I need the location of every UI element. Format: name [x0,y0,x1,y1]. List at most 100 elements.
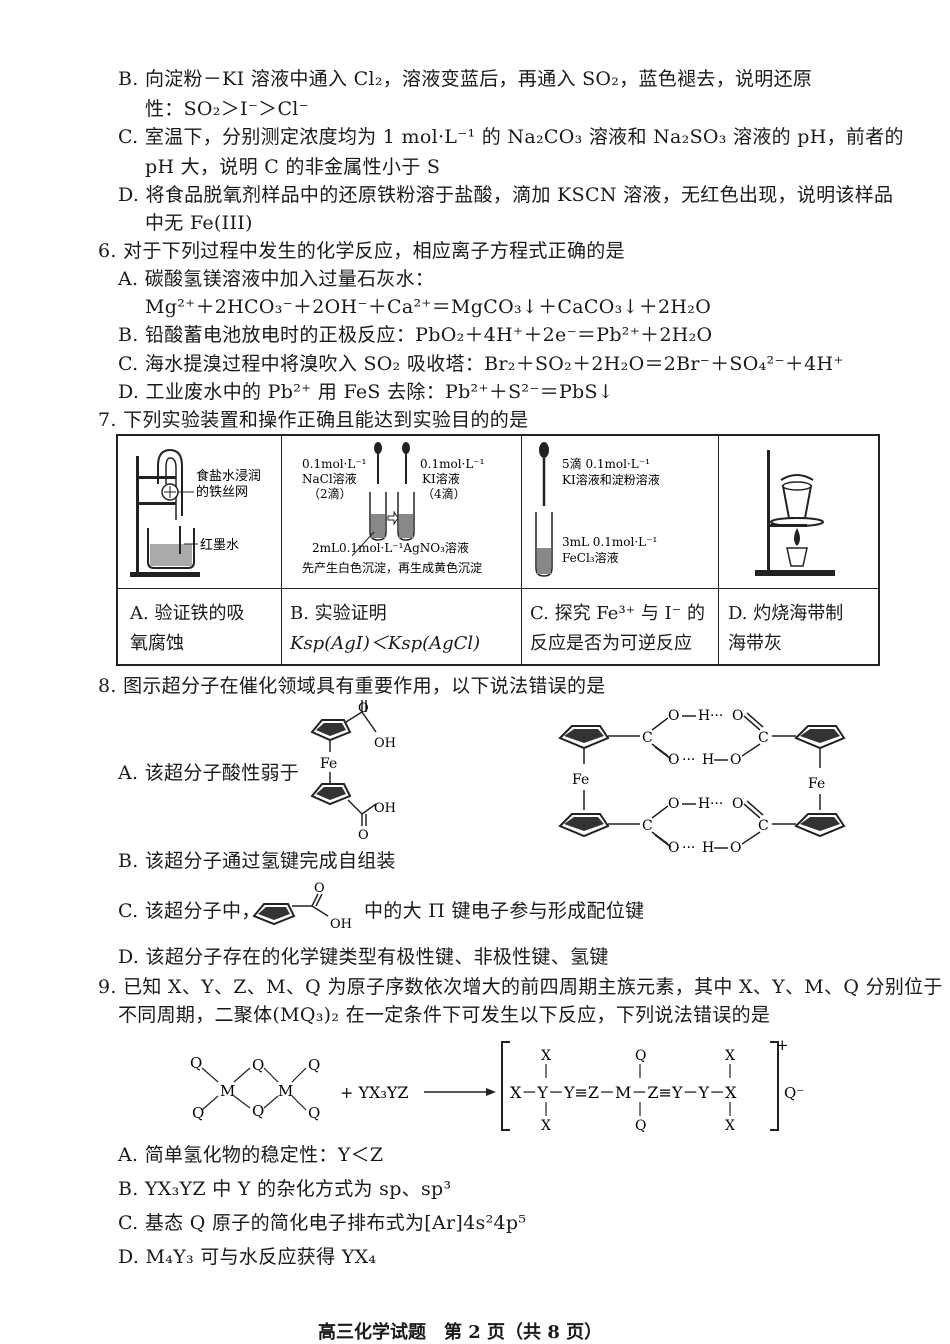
option-a-caption-line1: A. 验证铁的吸 [130,603,245,624]
option-d-caption-line2: 海带灰 [728,633,782,654]
q8-option-c-part1: C. 该超分子中， [118,900,261,922]
option-b-caption-line2: Ksp(AgI)＜Ksp(AgCl) [290,633,481,654]
carbon-top-right: C [758,730,769,746]
hydroxyl-bottom: OH [374,801,396,816]
q9-stem-line1: 9. 已知 X、Y、Z、M、Q 为原子序数依次增大的前四周期主族元素，其中 X、… [98,976,943,998]
figure-d-ignition-apparatus [755,450,835,576]
product-chain: X－Y－Y≡Z－M－Z≡Y－Y－X [510,1083,737,1102]
q-atom: Q [252,1102,264,1120]
q8-option-d: D. 该超分子存在的化学键类型有极性键、非极性键、氢键 [118,946,609,968]
oxygen: O [668,708,679,724]
oxygen: O [732,708,743,724]
q5-option-c-line2: pH 大，说明 C 的非金属性小于 S [145,156,441,178]
hydroxyl-top: OH [374,736,396,751]
q7-apparatus-table: 食盐水浸润 的铁丝网 红墨水 0.1mol·L⁻¹ NaCl溶液 （2滴） 0.… [116,434,880,666]
m-atom: M [220,1082,235,1100]
carbon-top-left: C [642,730,653,746]
oxygen: O [668,796,679,812]
q-atom: Q [252,1056,264,1074]
iron-atom-left: Fe [572,772,589,788]
q-atom: Q [192,1104,204,1122]
q6-option-a-line1: A. 碳酸氢镁溶液中加入过量石灰水： [118,268,435,290]
carbon-bottom-left: C [642,818,653,834]
q-atom: Q [308,1056,320,1074]
option-b-caption-line1: B. 实验证明 [290,603,387,624]
q6-stem: 6. 对于下列过程中发生的化学反应，相应离子方程式正确的是 [98,240,625,262]
m-atom: M [278,1082,293,1100]
q5-option-d-line1: D. 将食品脱氧剂样品中的还原铁粉溶于盐酸，滴加 KSCN 溶液，无红色出现，说… [118,184,894,206]
option-c-caption-line2: 反应是否为可逆反应 [530,633,692,654]
q9-stem-line2: 不同周期，二聚体(MQ₃)₂ 在一定条件下可发生以下反应，下列说法错误的是 [118,1004,771,1026]
figure-b-nacl-drops: （2滴） [308,486,352,501]
q8-option-c-part2: 中的大 Π 键电子参与形成配位键 [364,900,645,922]
q8-option-b: B. 该超分子通过氢键完成自组装 [118,850,396,872]
figure-b-nacl-conc: 0.1mol·L⁻¹ [302,457,366,471]
oxygen: O [730,840,741,856]
figure-c-ki-starch: KI溶液和淀粉溶液 [562,472,660,487]
hydrogen: H [698,796,710,812]
option-d-caption-line1: D. 灼烧海带制 [728,603,844,624]
q-atom: Q [190,1054,202,1072]
oxygen: O [668,752,679,768]
supramolecule-structure: Fe C O O H ··· O ··· H O C Fe C O O H ··… [558,708,846,856]
figure-b-silver-precipitation: 0.1mol·L⁻¹ NaCl溶液 （2滴） 0.1mol·L⁻¹ KI溶液 （… [302,442,484,575]
q5-option-b-line2: 性：SO₂＞I⁻＞Cl⁻ [145,98,309,120]
counter-anion: Q⁻ [784,1084,804,1102]
figure-b-ki: KI溶液 [422,471,460,486]
q6-option-a-equation: Mg²⁺＋2HCO₃⁻＋2OH⁻＋Ca²⁺＝MgCO₃↓＋CaCO₃↓＋2H₂O [145,296,712,318]
q-atom: Q [308,1104,320,1122]
oxygen: O [668,840,679,856]
q5-option-c-line1: C. 室温下，分别测定浓度均为 1 mol·L⁻¹ 的 Na₂CO₃ 溶液和 N… [118,126,904,148]
iron-atom: Fe [320,756,337,772]
reagent-yx3yz: + YX₃YZ [340,1083,409,1102]
q9-option-b: B. YX₃YZ 中 Y 的杂化方式为 sp、sp³ [118,1178,452,1200]
hbond-dots: ··· [682,752,695,768]
figure-b-nacl: NaCl溶液 [302,471,357,486]
q6-option-c: C. 海水提溴过程中将溴吹入 SO₂ 吸收塔：Br₂＋SO₂＋2H₂O＝2Br⁻… [118,353,844,375]
table-divider [718,436,719,664]
option-c-caption-line1: C. 探究 Fe³⁺ 与 I⁻ 的 [530,603,705,624]
q6-option-b: B. 铅酸蓄电池放电时的正极反应：PbO₂＋4H⁺＋2e⁻＝Pb²⁺＋2H₂O [118,324,713,346]
iron-atom-right: Fe [808,776,825,792]
option-a-caption-line2: 氧腐蚀 [130,633,184,654]
hydrogen: H [698,708,710,724]
figure-c-fecl3: FeCl₃溶液 [562,550,619,565]
carbon-bottom-right: C [758,818,769,834]
hydrogen: H [702,840,714,856]
q7-stem: 7. 下列实验装置和操作正确且能达到实验目的的是 [98,409,529,431]
q5-option-d-line2: 中无 Fe(III) [145,212,253,234]
figure-b-observation: 先产生白色沉淀，再生成黄色沉淀 [302,560,482,575]
table-divider [521,436,522,664]
page-footer: 高三化学试题 第 2 页（共 8 页） [318,1322,603,1343]
cp-carboxylic-acid-fragment: O OH [252,881,352,932]
q8-option-a: A. 该超分子酸性弱于 [118,762,300,784]
figure-b-ki-drops: （4滴） [422,486,466,501]
hbond-dots: ··· [710,708,723,724]
figure-c-ki-conc: 5滴 0.1mol·L⁻¹ [562,456,650,471]
carbonyl-o-bottom: O [358,828,369,840]
q6-option-d: D. 工业废水中的 Pb²⁺ 用 FeS 去除：Pb²⁺＋S²⁻＝PbS↓ [118,381,615,403]
hbond-dots: ··· [710,796,723,812]
fragment-carbonyl-o: O [314,881,325,896]
x-atom-bottom: X [541,1118,551,1134]
figure-b-ki-conc: 0.1mol·L⁻¹ [420,457,484,471]
q9-option-c: C. 基态 Q 原子的简化电子排布式为[Ar]4s²4p⁵ [118,1212,527,1234]
hbond-dots: ··· [682,840,695,856]
q7-figure-row [118,436,878,589]
carbonyl-o-top: O [358,701,369,716]
figure-a-label-mesh2: 的铁丝网 [196,484,248,500]
table-divider [281,436,282,664]
x-atom-top: X [541,1048,551,1064]
q9-option-d: D. M₄Y₃ 可与水反应获得 YX₄ [118,1246,377,1268]
figure-b-agno3: 2mL0.1mol·L⁻¹AgNO₃溶液 [312,540,469,555]
oxygen: O [730,752,741,768]
q-atom-top: Q [635,1048,646,1064]
q8-stem: 8. 图示超分子在催化领域具有重要作用，以下说法错误的是 [98,675,606,697]
q5-option-b-line1: B. 向淀粉－KI 溶液中通入 Cl₂，溶液变蓝后，再通入 SO₂，蓝色褪去，说… [118,68,813,90]
figure-c-fecl3-conc: 3mL 0.1mol·L⁻¹ [562,535,657,549]
ferrocene-dicarboxylic-acid: O OH Fe OH O [310,700,396,840]
q9-reaction-scheme: Q Q M Q Q M Q Q + YX₃YZ + Q⁻ X－Y－Y≡Z－M－Z… [190,1036,804,1134]
figure-a-label-ink: 红墨水 [200,537,239,553]
figure-a-iron-corrosion: 食盐水浸润 的铁丝网 红墨水 [130,448,261,577]
x-atom-bottom: X [725,1118,735,1134]
